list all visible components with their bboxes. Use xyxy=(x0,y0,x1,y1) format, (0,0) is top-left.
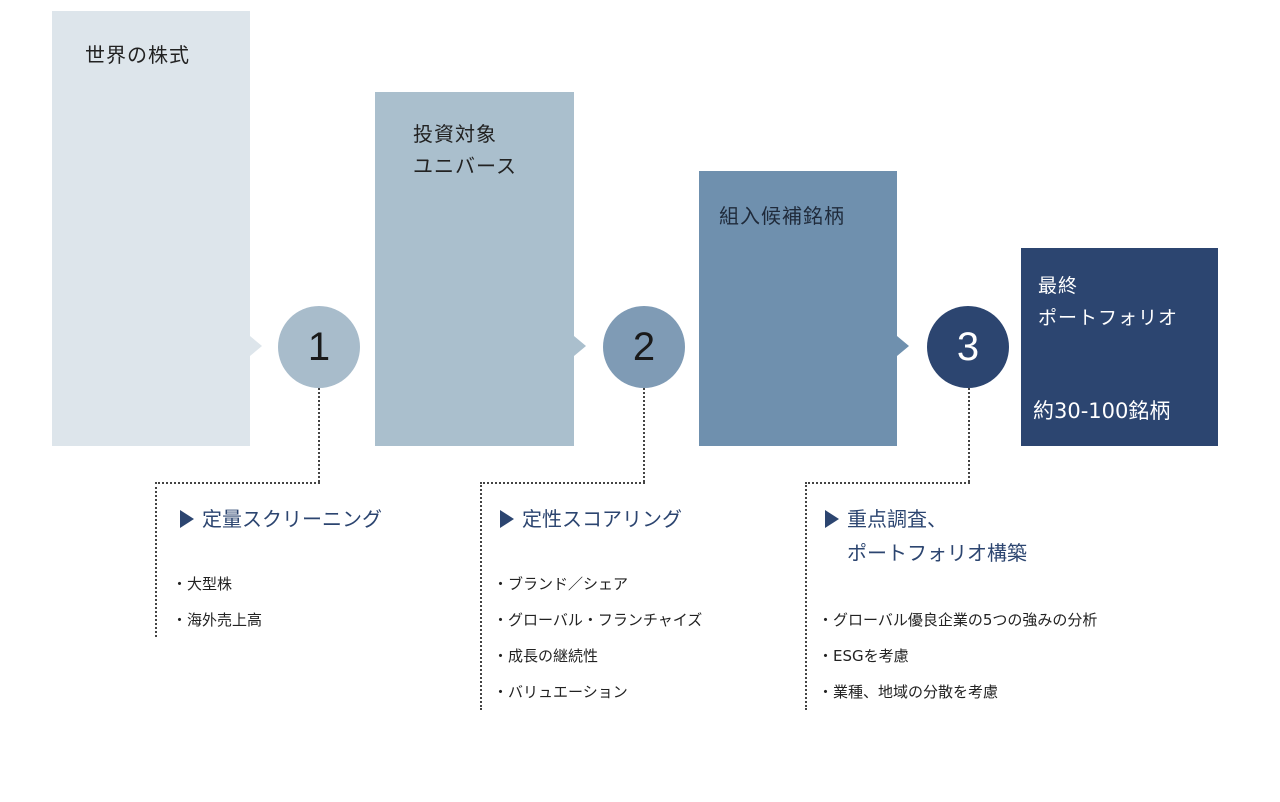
list-item: 大型株 xyxy=(172,566,262,602)
list-item: グローバル・フランチャイズ xyxy=(493,602,702,638)
step-1-heading: 定量スクリーニング xyxy=(180,502,382,536)
connector-vertical xyxy=(643,388,645,482)
step-1-circle: 1 xyxy=(278,306,360,388)
list-item: ブランド／シェア xyxy=(493,566,702,602)
connector-horizontal xyxy=(480,482,645,484)
list-item: 成長の継続性 xyxy=(493,638,702,674)
stock-count: 約30-100銘柄 xyxy=(1033,399,1171,423)
stage-title: 最終 ポートフォリオ xyxy=(1038,275,1179,329)
connector-vertical xyxy=(805,482,807,710)
stage-title: 世界の株式 xyxy=(85,43,190,67)
list-item: 海外売上高 xyxy=(172,602,262,638)
connector-vertical xyxy=(318,388,320,482)
step-2-bullet-list: ブランド／シェア グローバル・フランチャイズ 成長の継続性 バリュエーション xyxy=(493,566,702,710)
chevron-right-icon xyxy=(250,336,262,356)
list-item: グローバル優良企業の5つの強みの分析 xyxy=(818,602,1097,638)
stage-candidate-stocks: 組入候補銘柄 xyxy=(699,171,897,446)
list-item: バリュエーション xyxy=(493,674,702,710)
stage-title: 投資対象 ユニバース xyxy=(413,122,517,178)
list-item: 業種、地域の分散を考慮 xyxy=(818,674,1097,710)
step-3-bullet-list: グローバル優良企業の5つの強みの分析 ESGを考慮 業種、地域の分散を考慮 xyxy=(818,602,1097,710)
stage-investment-universe: 投資対象 ユニバース xyxy=(375,92,574,446)
step-3-circle: 3 xyxy=(927,306,1009,388)
chevron-right-icon xyxy=(897,336,909,356)
connector-vertical xyxy=(155,482,157,637)
connector-horizontal xyxy=(805,482,970,484)
step-1-bullet-list: 大型株 海外売上高 xyxy=(172,566,262,638)
step-2-heading: 定性スコアリング xyxy=(500,502,682,536)
stage-final-portfolio: 最終 ポートフォリオ 約30-100銘柄 xyxy=(1021,248,1218,446)
connector-horizontal xyxy=(155,482,320,484)
triangle-right-icon xyxy=(500,510,514,528)
stage-title: 組入候補銘柄 xyxy=(719,204,845,228)
triangle-right-icon xyxy=(180,510,194,528)
step-2-circle: 2 xyxy=(603,306,685,388)
triangle-right-icon xyxy=(825,510,839,528)
connector-vertical xyxy=(968,388,970,482)
list-item: ESGを考慮 xyxy=(818,638,1097,674)
connector-vertical xyxy=(480,482,482,710)
chevron-right-icon xyxy=(574,336,586,356)
step-3-heading: 重点調査、 ポートフォリオ構築 xyxy=(825,502,1027,570)
stage-world-equities: 世界の株式 xyxy=(52,11,250,446)
